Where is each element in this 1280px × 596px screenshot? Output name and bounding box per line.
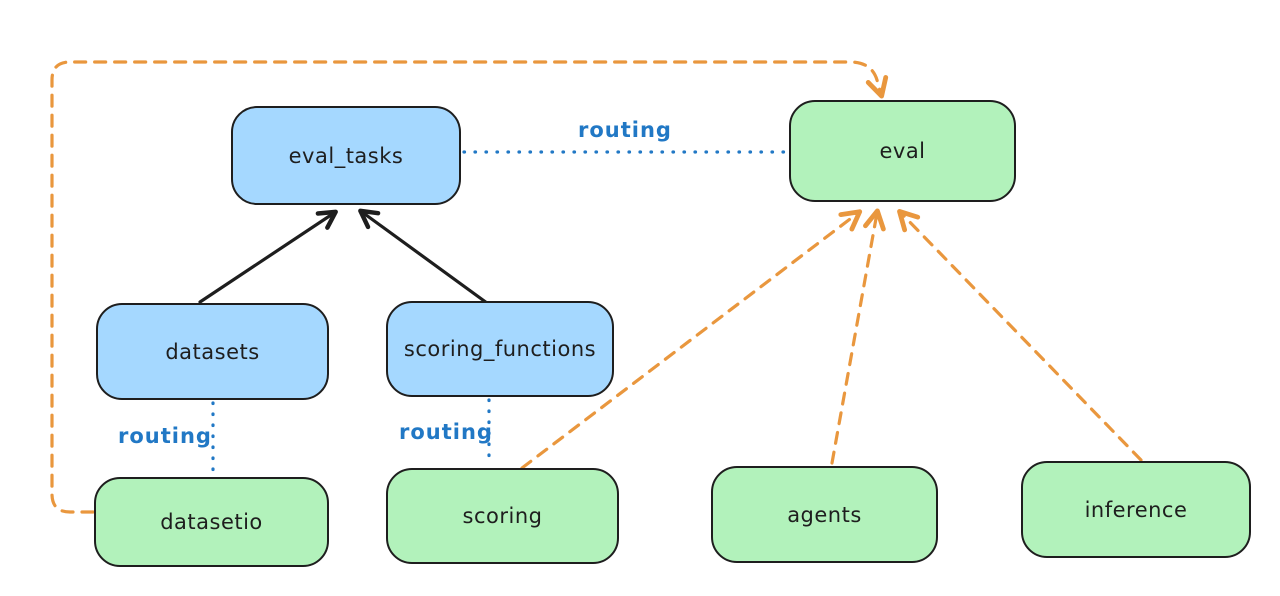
edge-datasetio-to-eval <box>50 60 889 514</box>
node-eval-label: eval <box>879 139 926 163</box>
node-scoring_functions-label: scoring_functions <box>403 337 597 361</box>
node-eval_tasks: eval_tasks <box>231 106 461 205</box>
node-inference: inference <box>1021 461 1251 558</box>
node-inference-label: inference <box>1084 497 1188 522</box>
node-datasets-label: datasets <box>165 339 260 364</box>
edge-label-eval_tasks-eval: routing <box>578 118 672 142</box>
node-scoring-label: scoring <box>462 504 543 528</box>
node-agents: agents <box>711 466 938 563</box>
node-datasetio-label: datasetio <box>160 510 263 534</box>
edge-scoring-to-eval <box>520 209 863 470</box>
edge-scoring_functions-to-eval_tasks <box>358 208 489 305</box>
edge-label-datasets-datasetio: routing <box>118 424 212 448</box>
node-scoring: scoring <box>386 468 619 564</box>
edge-label-scoring_functions-scoring: routing <box>399 420 493 444</box>
edge-inference-to-eval <box>897 209 1143 462</box>
node-datasets: datasets <box>96 303 329 400</box>
node-datasetio: datasetio <box>94 477 329 567</box>
node-agents-label: agents <box>787 502 862 527</box>
edge-agents-to-eval <box>830 208 886 465</box>
node-scoring_functions: scoring_functions <box>386 301 614 397</box>
node-eval: eval <box>789 100 1016 202</box>
edge-datasets-to-eval_tasks <box>198 209 338 304</box>
node-eval_tasks-label: eval_tasks <box>288 143 404 168</box>
